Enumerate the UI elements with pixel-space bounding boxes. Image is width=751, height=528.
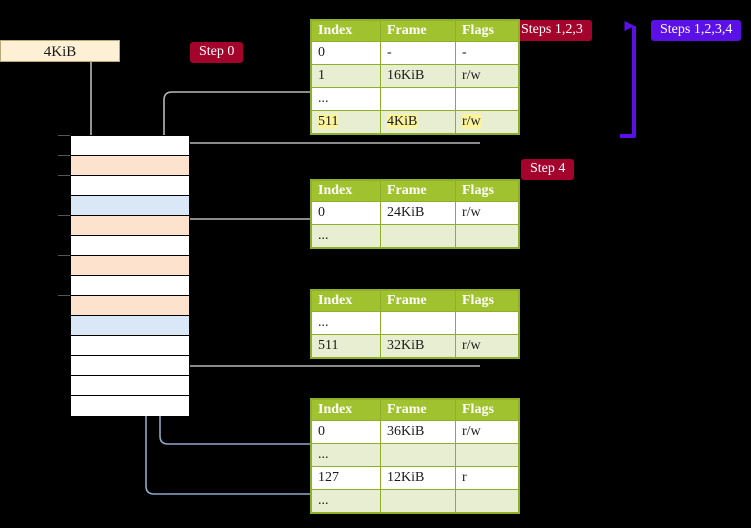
memory-frame-9 xyxy=(71,316,189,336)
cell-flags: r/w xyxy=(455,110,519,134)
cell-flags: r/w xyxy=(455,64,519,88)
memory-frame-7 xyxy=(71,276,189,296)
column-header-index: Index xyxy=(311,20,381,42)
cell-index: ... xyxy=(311,87,381,111)
cell-index: 511 xyxy=(311,334,381,358)
cell-frame: 36KiB xyxy=(380,420,456,444)
memory-frame-0 xyxy=(71,136,189,156)
memory-frame-2 xyxy=(71,176,189,196)
memory-frame-10 xyxy=(71,336,189,356)
table-row: ... xyxy=(311,443,519,467)
cell-index: 0 xyxy=(311,201,381,225)
cell-index: 127 xyxy=(311,466,381,490)
column-header-frame: Frame xyxy=(380,20,456,42)
table-row: 0-- xyxy=(311,41,519,65)
wire-t1-row511-to-memory xyxy=(179,142,480,156)
memory-frame-12 xyxy=(71,376,189,396)
step-4-badge: Step 4 xyxy=(521,159,575,180)
table-row: ... xyxy=(311,224,519,248)
memory-tick-6 xyxy=(58,255,70,256)
cell-flags: r/w xyxy=(455,420,519,444)
memory-frame-5 xyxy=(71,236,189,256)
cell-index: 511 xyxy=(311,110,381,134)
cell-index: 0 xyxy=(311,420,381,444)
table-row: ... xyxy=(311,489,519,513)
cell-flags xyxy=(455,489,519,513)
cell-index: ... xyxy=(311,224,381,248)
table-row: ... xyxy=(311,87,519,111)
cell-flags: r/w xyxy=(455,201,519,225)
column-header-flags: Flags xyxy=(455,290,519,312)
cell-frame xyxy=(380,87,456,111)
cell-frame xyxy=(380,311,456,335)
cell-frame: - xyxy=(380,41,456,65)
wire-steps-loop-arrow xyxy=(620,21,636,138)
column-header-flags: Flags xyxy=(455,180,519,202)
cell-flags xyxy=(455,224,519,248)
cell-frame: 4KiB xyxy=(380,110,456,134)
physical-memory-column xyxy=(70,135,190,416)
cell-frame xyxy=(380,443,456,467)
cell-frame: 32KiB xyxy=(380,334,456,358)
memory-frame-6 xyxy=(71,256,189,276)
cell-frame xyxy=(380,224,456,248)
cell-frame xyxy=(380,489,456,513)
cell-index: 0 xyxy=(311,41,381,65)
steps-1234-badge: Steps 1,2,3,4 xyxy=(651,20,742,41)
cell-index: ... xyxy=(311,489,381,513)
column-header-index: Index xyxy=(311,399,381,421)
memory-tick-8 xyxy=(58,295,70,296)
size-label-4kib: 4KiB xyxy=(0,40,120,62)
memory-frame-1 xyxy=(71,156,189,176)
cell-frame: 16KiB xyxy=(380,64,456,88)
memory-frame-3 xyxy=(71,196,189,216)
cell-index: ... xyxy=(311,311,381,335)
table-row: ... xyxy=(311,311,519,335)
column-header-index: Index xyxy=(311,180,381,202)
column-header-flags: Flags xyxy=(455,399,519,421)
cell-flags xyxy=(455,443,519,467)
memory-frame-8 xyxy=(71,296,189,316)
memory-frame-4 xyxy=(71,216,189,236)
steps-123-badge: Steps 1,2,3 xyxy=(512,20,592,41)
memory-frame-13 xyxy=(71,396,189,416)
column-header-frame: Frame xyxy=(380,399,456,421)
step-0-badge: Step 0 xyxy=(190,42,244,63)
column-header-flags: Flags xyxy=(455,20,519,42)
cell-flags: - xyxy=(455,41,519,65)
cell-frame: 12KiB xyxy=(380,466,456,490)
memory-tick-0 xyxy=(58,135,70,136)
cell-flags: r xyxy=(455,466,519,490)
column-header-index: Index xyxy=(311,290,381,312)
column-header-frame: Frame xyxy=(380,290,456,312)
memory-tick-1 xyxy=(58,155,70,156)
column-header-frame: Frame xyxy=(380,180,456,202)
cell-flags xyxy=(455,311,519,335)
memory-tick-4 xyxy=(58,215,70,216)
cell-index: ... xyxy=(311,443,381,467)
cell-frame: 24KiB xyxy=(380,201,456,225)
cell-flags: r/w xyxy=(455,334,519,358)
memory-tick-2 xyxy=(58,175,70,176)
memory-frame-11 xyxy=(71,356,189,376)
cell-index: 1 xyxy=(311,64,381,88)
cell-flags xyxy=(455,87,519,111)
